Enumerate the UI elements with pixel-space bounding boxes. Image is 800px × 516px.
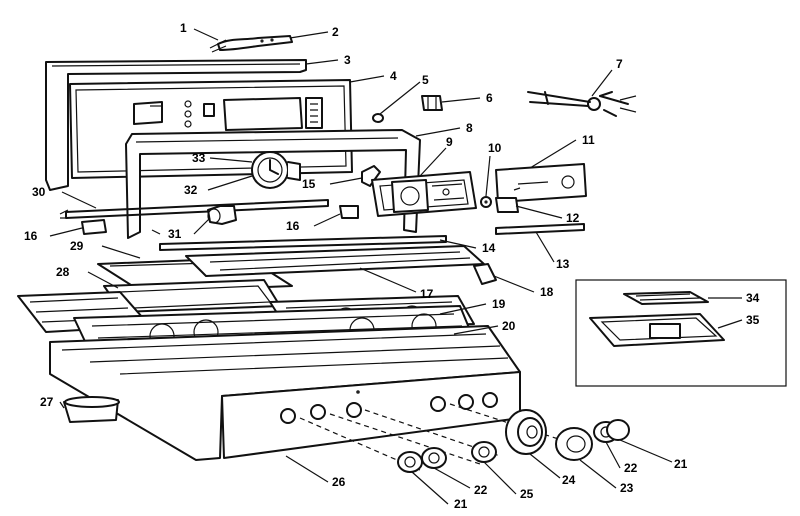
part-35-griddle — [589, 313, 725, 347]
part-13-rail — [495, 223, 585, 235]
part-1-2-probe — [209, 35, 293, 53]
part-9-oven-control — [371, 171, 477, 217]
part-25-knob — [471, 441, 497, 463]
callout-32: 32 — [184, 183, 198, 197]
callout-27: 27 — [40, 395, 54, 409]
part-30-rod — [59, 199, 329, 219]
callout-2: 2 — [332, 25, 339, 39]
callout-25: 25 — [520, 487, 534, 501]
callout-1: 1 — [180, 21, 187, 35]
part-27-cup — [63, 396, 120, 423]
callout-35: 35 — [746, 313, 760, 327]
callout-29: 29 — [70, 239, 84, 253]
part-24-knob-large — [505, 409, 547, 455]
callout-9: 9 — [446, 135, 453, 149]
part-22-knob-left — [421, 447, 447, 469]
callout-19: 19 — [492, 297, 506, 311]
callout-16-right: 16 — [286, 219, 300, 233]
part-4-control-panel — [69, 79, 353, 179]
part-7-wire-harness — [527, 91, 637, 117]
callout-3: 3 — [344, 53, 351, 67]
callout-labels: 1 2 3 4 5 6 7 8 9 10 11 12 13 14 15 16 1… — [24, 21, 760, 511]
callout-33: 33 — [192, 151, 206, 165]
callout-22-right: 22 — [624, 461, 638, 475]
callout-24: 24 — [562, 473, 576, 487]
part-6-clip — [421, 95, 443, 111]
part-17-top-sheet — [185, 245, 485, 277]
part-21-knob-left — [397, 451, 423, 473]
callout-31: 31 — [168, 227, 182, 241]
inset-box — [575, 279, 787, 387]
leader-lines — [49, 28, 743, 505]
part-23-knob-large — [555, 427, 593, 461]
part-21-knob-right — [606, 419, 630, 441]
part-10-screw — [480, 196, 492, 208]
callout-14: 14 — [482, 241, 496, 255]
part-31-ignitor — [207, 205, 237, 225]
part-5-screw — [372, 113, 384, 123]
callout-6: 6 — [486, 91, 493, 105]
callout-17: 17 — [420, 287, 434, 301]
callout-20: 20 — [502, 319, 516, 333]
callout-12: 12 — [566, 211, 580, 225]
part-26-cooktop — [49, 325, 581, 471]
callout-5: 5 — [422, 73, 429, 87]
part-16-clip-right — [339, 205, 359, 219]
callout-21-right: 21 — [674, 457, 688, 471]
part-3-rear-panel — [45, 59, 307, 191]
callout-21-bottom: 21 — [454, 497, 468, 511]
callout-15: 15 — [302, 177, 316, 191]
callout-28: 28 — [56, 265, 70, 279]
callout-26: 26 — [332, 475, 346, 489]
callout-16-left: 16 — [24, 229, 38, 243]
callout-4: 4 — [390, 69, 397, 83]
part-18-bracket — [473, 263, 497, 285]
callout-18: 18 — [540, 285, 554, 299]
part-11-switch-plate — [495, 163, 587, 203]
callout-7: 7 — [616, 57, 623, 71]
callout-22-bottom: 22 — [474, 483, 488, 497]
callout-23: 23 — [620, 481, 634, 495]
callout-34: 34 — [746, 291, 760, 305]
part-34-grate — [623, 291, 709, 305]
part-14-rail — [159, 235, 447, 251]
callout-8: 8 — [466, 121, 473, 135]
part-12-connector — [495, 197, 519, 213]
callout-13: 13 — [556, 257, 570, 271]
callout-30: 30 — [32, 185, 46, 199]
part-33-clock — [251, 151, 301, 189]
callout-11: 11 — [582, 133, 595, 147]
part-16-clip-left — [81, 219, 107, 235]
callout-10: 10 — [488, 141, 502, 155]
